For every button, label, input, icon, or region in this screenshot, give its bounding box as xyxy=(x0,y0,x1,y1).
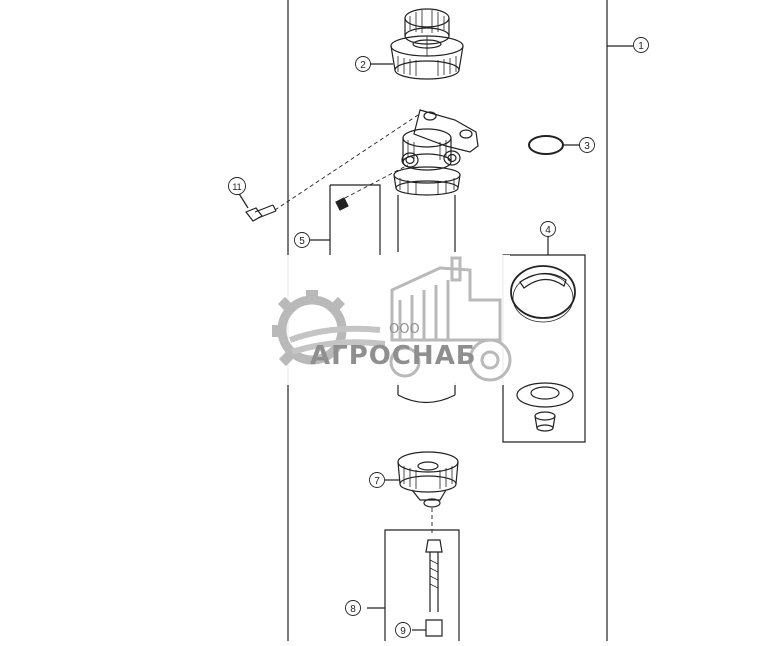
watermark-prefix: ООО xyxy=(389,322,420,337)
callout-3-label: 3 xyxy=(584,141,590,152)
tractor-icon xyxy=(389,256,512,382)
callout-9: 9 xyxy=(395,622,411,638)
callout-5: 5 xyxy=(294,232,310,248)
callout-1-label: 1 xyxy=(638,41,644,52)
callout-1: 1 xyxy=(633,37,649,53)
callout-7-label: 7 xyxy=(374,476,380,487)
callout-5-label: 5 xyxy=(299,236,305,247)
callout-2-label: 2 xyxy=(360,60,366,71)
gear-teeth xyxy=(272,290,346,367)
part-11-bolt xyxy=(245,204,277,222)
callout-11: 11 xyxy=(228,177,246,195)
callout-9-label: 9 xyxy=(400,626,406,637)
watermark-backdrop xyxy=(245,255,510,385)
field-stripes-icon xyxy=(288,325,386,355)
callout-8: 8 xyxy=(345,600,361,616)
bolt-assembly-line xyxy=(274,114,419,211)
part-8-drain-valve xyxy=(367,529,460,641)
part-5-bracket xyxy=(310,184,381,255)
part-7-bowl-bottom xyxy=(397,451,459,508)
watermark-name: АГРОСНАБ xyxy=(310,341,477,371)
part-4-seal-kit xyxy=(502,236,586,443)
callout-11-label: 11 xyxy=(232,182,241,192)
callout-2: 2 xyxy=(355,56,371,72)
callout-8-label: 8 xyxy=(350,604,356,615)
callout-7: 7 xyxy=(369,472,385,488)
leader-11 xyxy=(237,191,249,209)
callout-3: 3 xyxy=(579,137,595,153)
part-2-cap xyxy=(390,8,464,80)
callout-4-label: 4 xyxy=(545,225,551,236)
filter-head xyxy=(393,109,479,196)
plug-assembly-line xyxy=(344,164,409,199)
callout-4: 4 xyxy=(540,221,556,237)
watermark: ООО АГРОСНАБ xyxy=(245,255,512,385)
part-3-o-ring xyxy=(528,135,564,155)
filter-element xyxy=(397,195,456,404)
